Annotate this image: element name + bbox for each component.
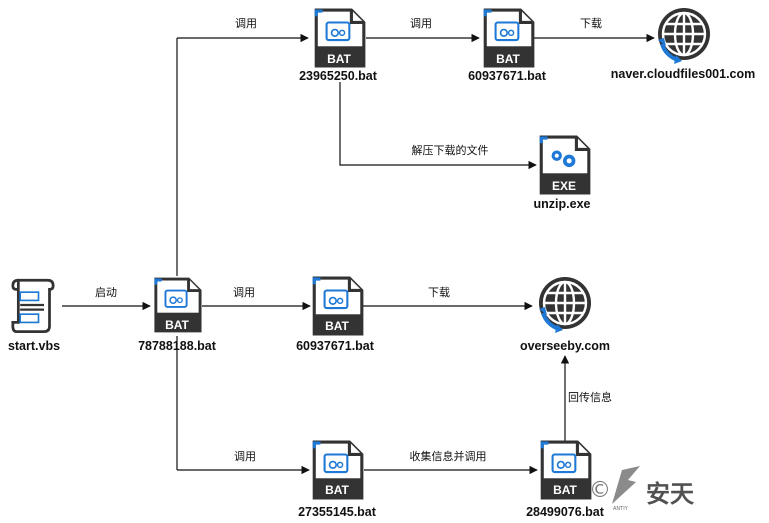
node-label-60937671-mid: 60937671.bat xyxy=(296,339,375,353)
copyright-mark: © xyxy=(589,478,611,503)
node-label-60937671-top: 60937671.bat xyxy=(468,69,547,83)
antiy-watermark: © ANTIY 安天 xyxy=(589,466,694,512)
node-label-unzip: unzip.exe xyxy=(534,197,591,211)
edge-23965250-to-unzip xyxy=(339,82,537,170)
bat-badge: BAT xyxy=(553,483,577,497)
bat-badge: BAT xyxy=(325,483,349,497)
node-bat-23965250: BAT 23965250.bat xyxy=(299,8,378,83)
globe-icon xyxy=(656,6,712,66)
connectors xyxy=(62,33,655,475)
node-bat-60937671-mid: BAT 60937671.bat xyxy=(296,276,375,353)
edge-label-60937671-to-overseeby: 下载 xyxy=(428,286,450,299)
edge-label-main-to-23965250: 调用 xyxy=(235,17,257,30)
edge-label-28499076-to-overseeby: 回传信息 xyxy=(568,390,612,404)
node-bat-27355145: BAT 27355145.bat xyxy=(298,440,377,519)
bat-badge: BAT xyxy=(165,318,189,332)
node-label-start-vbs: start.vbs xyxy=(8,339,60,353)
node-bat-60937671-top: BAT 60937671.bat xyxy=(468,8,547,83)
script-icon xyxy=(11,278,55,333)
exe-badge: EXE xyxy=(552,179,576,193)
watermark-brand: 安天 xyxy=(646,480,694,508)
edge-label-23965250-to-unzip: 解压下载的文件 xyxy=(412,143,489,157)
globe-icon xyxy=(537,275,593,335)
edge-label-main-to-27355145: 调用 xyxy=(234,450,256,463)
watermark-brand-small: ANTIY xyxy=(613,506,629,512)
edge-label-27355145-to-28499076: 收集信息并调用 xyxy=(410,449,487,463)
antiy-logo-icon xyxy=(612,466,640,504)
edge-label-23965250-to-60937671: 调用 xyxy=(410,17,432,30)
node-label-28499076: 28499076.bat xyxy=(526,505,605,519)
edge-label-start: 启动 xyxy=(95,286,117,299)
node-main-bat: BAT 78788188.bat xyxy=(138,277,217,353)
node-start-vbs: start.vbs xyxy=(8,278,60,353)
node-naver-host: naver.cloudfiles001.com xyxy=(611,6,756,81)
bat-badge: BAT xyxy=(496,52,520,66)
node-bat-28499076: BAT 28499076.bat xyxy=(526,440,605,519)
node-label-naver: naver.cloudfiles001.com xyxy=(611,67,756,81)
node-label-23965250: 23965250.bat xyxy=(299,69,378,83)
node-overseeby-host: overseeby.com xyxy=(520,275,610,353)
node-label-27355145: 27355145.bat xyxy=(298,505,377,519)
edge-labels: 启动 调用 调用 下载 解压下载的文件 调用 下载 调用 收集信息并调用 回传信… xyxy=(95,17,612,463)
node-label-78788188: 78788188.bat xyxy=(138,339,217,353)
node-unzip-exe: EXE unzip.exe xyxy=(534,135,591,211)
bat-badge: BAT xyxy=(327,52,351,66)
bat-badge: BAT xyxy=(325,319,349,333)
edge-label-main-to-60937671: 调用 xyxy=(233,286,255,299)
edge-label-60937671-to-naver: 下载 xyxy=(580,17,602,30)
node-label-overseeby: overseeby.com xyxy=(520,339,610,353)
